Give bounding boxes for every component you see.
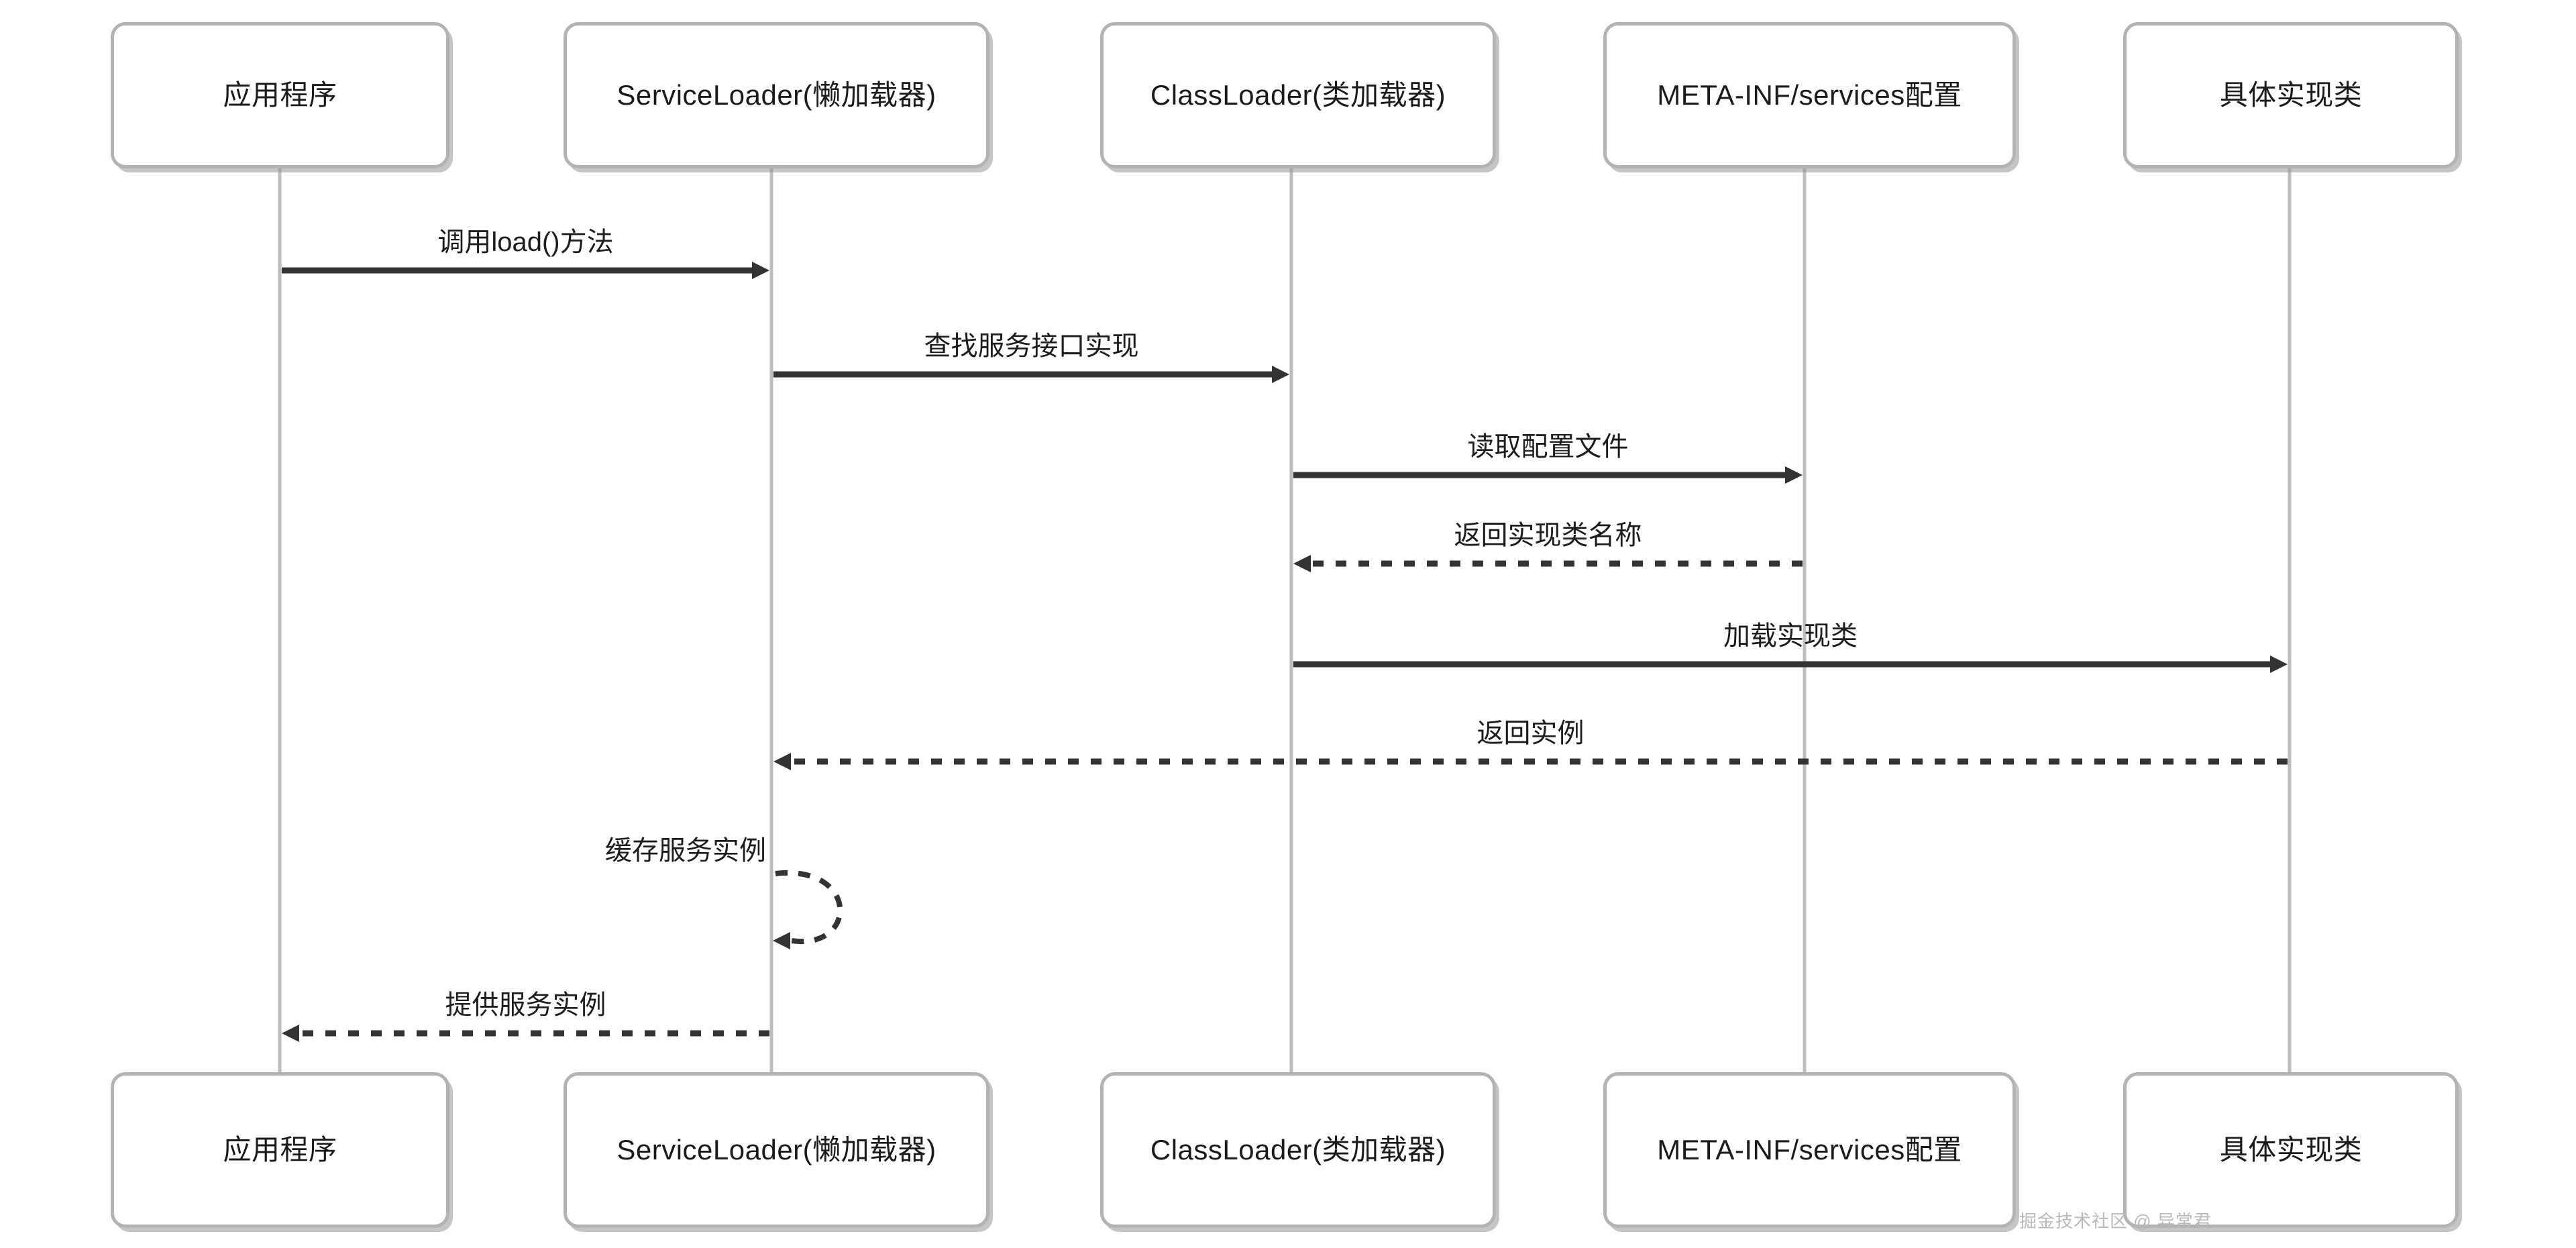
message-label-3: 读取配置文件 <box>1467 432 1629 462</box>
message-2-serviceloader-to-classloader <box>773 366 1289 383</box>
participant-box-top-app: 应用程序 <box>111 22 449 168</box>
message-7-serviceloader-to-serviceloader <box>773 870 843 949</box>
message-label-2: 查找服务接口实现 <box>924 331 1139 361</box>
participant-box-top-classloader: ClassLoader(类加载器) <box>1100 22 1496 168</box>
participant-box-bottom-impl: 具体实现类 <box>2123 1072 2459 1228</box>
participant-box-bottom-app: 应用程序 <box>111 1072 449 1228</box>
participant-label-metainf: META-INF/services配置 <box>1657 1133 1962 1165</box>
message-label-1: 调用load()方法 <box>437 227 614 257</box>
message-4-metainf-to-classloader <box>1293 555 1803 572</box>
participant-box-bottom-serviceloader: ServiceLoader(懒加载器) <box>564 1072 989 1228</box>
message-6-impl-to-serviceloader <box>773 753 2288 770</box>
lifelines-group <box>278 168 2292 1072</box>
participant-label-impl: 具体实现类 <box>2219 79 2363 111</box>
message-label-4: 返回实现类名称 <box>1454 521 1642 550</box>
message-8-serviceloader-to-app <box>282 1025 769 1042</box>
message-1-app-to-serviceloader <box>282 262 769 279</box>
participant-label-app: 应用程序 <box>223 79 337 111</box>
participant-label-app: 应用程序 <box>223 1133 337 1165</box>
participant-label-classloader: ClassLoader(类加载器) <box>1150 79 1446 111</box>
participant-label-serviceloader: ServiceLoader(懒加载器) <box>616 1133 936 1165</box>
message-3-classloader-to-metainf <box>1293 466 1803 484</box>
participant-label-metainf: META-INF/services配置 <box>1657 79 1962 111</box>
message-5-classloader-to-impl <box>1293 656 2288 673</box>
participant-box-bottom-metainf: META-INF/services配置 <box>1603 1072 2016 1228</box>
participant-box-top-serviceloader: ServiceLoader(懒加载器) <box>564 22 989 168</box>
message-label-7: 缓存服务实例 <box>605 836 766 866</box>
participant-label-classloader: ClassLoader(类加载器) <box>1150 1133 1446 1165</box>
participant-box-top-metainf: META-INF/services配置 <box>1603 22 2016 168</box>
watermark-text: 掘金技术社区 @ 异常君 <box>2019 1211 2212 1231</box>
message-label-6: 返回实例 <box>1477 719 1585 748</box>
message-label-5: 加载实现类 <box>1723 621 1858 651</box>
participant-box-bottom-classloader: ClassLoader(类加载器) <box>1100 1072 1496 1228</box>
message-arrows-group <box>282 262 2288 1042</box>
participant-label-impl: 具体实现类 <box>2219 1133 2363 1165</box>
participant-box-top-impl: 具体实现类 <box>2123 22 2459 168</box>
participant-label-serviceloader: ServiceLoader(懒加载器) <box>616 79 936 111</box>
message-label-8: 提供服务实例 <box>445 990 606 1020</box>
